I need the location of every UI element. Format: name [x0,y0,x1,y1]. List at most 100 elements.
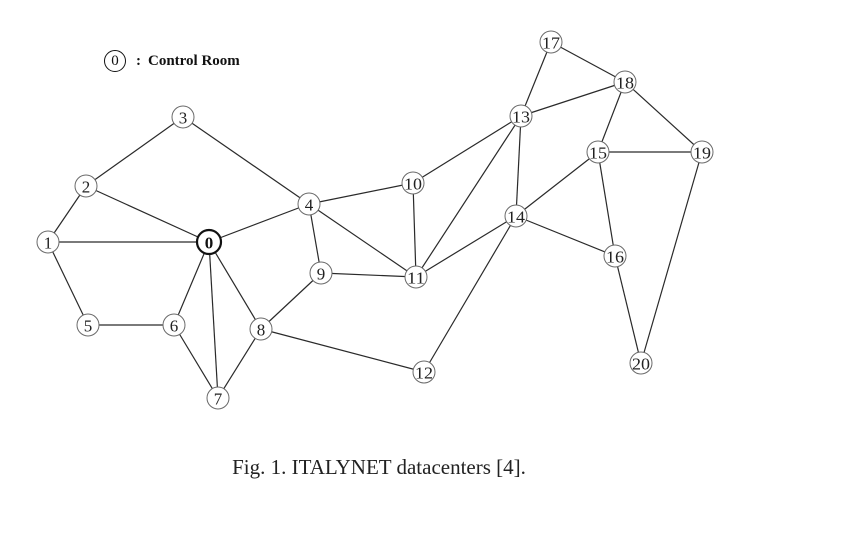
edge-13-14 [515,115,522,217]
edge-4-10 [308,182,414,205]
node-label: 18 [616,74,634,93]
edge-3-4 [182,116,310,205]
edge-1-5 [47,241,89,326]
edge-7-8 [217,328,262,399]
node-12: 12 [412,360,436,384]
node-18: 18 [613,70,637,94]
node-8: 8 [249,317,273,341]
node-label: 0 [205,234,214,253]
legend-text: Control Room [148,52,240,69]
node-label: 19 [693,144,711,163]
node-circle [613,70,637,94]
node-label: 4 [305,196,314,215]
node-label: 3 [179,109,188,128]
node-label: 6 [170,317,179,336]
node-circle [504,204,528,228]
edge-11-13 [415,115,522,278]
node-17: 17 [539,30,563,54]
edge-2-3 [85,116,184,187]
node-label: 5 [84,317,93,336]
edge-11-14 [415,215,517,278]
node-1: 1 [36,230,60,254]
node-circle [309,261,333,285]
node-label: 2 [82,178,91,197]
node-label: 8 [257,321,266,340]
node-20: 20 [629,351,653,375]
node-circle [36,230,60,254]
edge-0-7 [208,241,219,399]
node-0: 0 [195,228,223,256]
edge-13-18 [520,81,626,117]
node-circle [690,140,714,164]
node-19: 19 [690,140,714,164]
node-circle [171,105,195,129]
node-10: 10 [401,171,425,195]
edge-4-9 [308,203,322,274]
node-label: 12 [415,364,433,383]
edges-group [47,41,703,399]
node-label: 11 [407,269,425,288]
legend-separator: : [136,52,141,69]
edge-15-18 [597,81,626,153]
node-label: 13 [512,108,530,127]
node-label: 7 [214,390,223,409]
edge-14-15 [515,151,599,217]
control-room-node-circle [195,228,223,256]
edge-4-11 [308,203,417,278]
node-circle [162,313,186,337]
node-15: 15 [586,140,610,164]
edge-16-20 [614,255,642,364]
node-circle [249,317,273,341]
edge-8-12 [260,328,425,373]
node-2: 2 [74,174,98,198]
control-room-symbol: 0 [104,50,126,72]
node-label: 20 [632,355,650,374]
node-circle [603,244,627,268]
node-3: 3 [171,105,195,129]
edge-0-8 [208,241,262,330]
node-circle [76,313,100,337]
node-6: 6 [162,313,186,337]
edge-8-9 [260,272,322,330]
node-circle [404,265,428,289]
node-circle [401,171,425,195]
node-7: 7 [206,386,230,410]
node-label: 14 [507,208,526,227]
edge-9-11 [320,272,417,278]
node-label: 9 [317,265,326,284]
node-4: 4 [297,192,321,216]
edge-19-20 [640,151,703,364]
node-label: 15 [589,144,607,163]
edge-14-16 [515,215,616,257]
node-circle [412,360,436,384]
node-13: 13 [509,104,533,128]
edge-17-18 [550,41,626,83]
edge-15-16 [597,151,616,257]
node-label: 10 [404,175,422,194]
node-5: 5 [76,313,100,337]
node-circle [74,174,98,198]
edge-6-7 [173,324,219,399]
node-11: 11 [404,265,428,289]
edge-10-13 [412,115,522,184]
legend: 0 : Control Room [104,49,240,73]
edge-13-17 [520,41,552,117]
edge-12-14 [423,215,517,373]
node-circle [297,192,321,216]
edge-18-19 [624,81,703,153]
node-14: 14 [504,204,528,228]
node-label: 16 [606,248,624,267]
node-9: 9 [309,261,333,285]
edge-10-11 [412,182,417,278]
node-circle [629,351,653,375]
edge-0-6 [173,241,210,326]
node-16: 16 [603,244,627,268]
node-circle [586,140,610,164]
edge-0-4 [208,203,310,243]
node-label: 17 [542,34,561,53]
node-circle [206,386,230,410]
node-circle [539,30,563,54]
figure-caption: Fig. 1. ITALYNET datacenters [4]. [232,455,526,479]
